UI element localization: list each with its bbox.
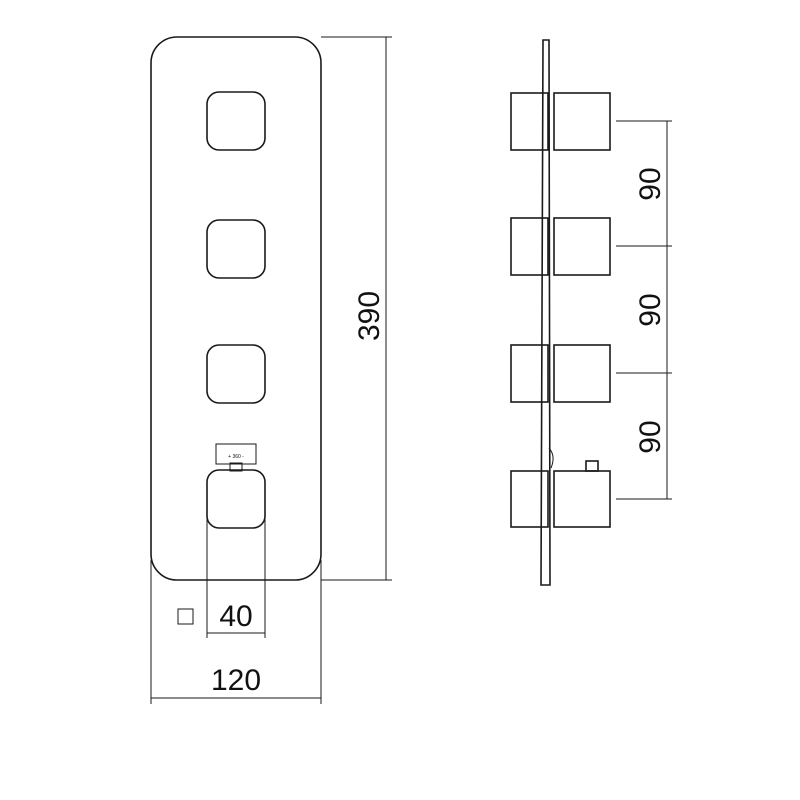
knob-side-3-front: [553, 344, 611, 403]
spacing-label-1: 90: [634, 167, 667, 200]
knob-side-3-back: [510, 344, 549, 403]
wall-plate-front: [150, 36, 322, 581]
knob-side-1: [510, 92, 611, 151]
scale-label: + 360 -: [228, 454, 244, 460]
front-view: + 360 -: [150, 36, 322, 581]
knob-side-4-front: [553, 470, 611, 528]
knob-side-4: [510, 447, 611, 528]
knob-dimension-label: 40: [219, 600, 252, 633]
spacing-label-3: 90: [634, 420, 667, 453]
knob-side-2-front: [553, 217, 611, 276]
wall-plate-side: [540, 39, 551, 586]
knob-side-2-back: [510, 217, 549, 276]
side-view: 90 90 90: [510, 39, 672, 586]
knob-side-4-tag-profile: [548, 447, 554, 469]
width-dimension: 120: [150, 560, 322, 704]
scale-tag-frame: [215, 443, 257, 465]
knob-side-4-back: [510, 470, 549, 528]
spacing-label-2: 90: [634, 293, 667, 326]
knob-side-2: [510, 217, 611, 276]
knob-width-dimension: 40: [177, 499, 266, 638]
width-dimension-label: 120: [211, 664, 261, 697]
knob-front-1: [206, 91, 266, 151]
height-dimension-label: 390: [353, 291, 386, 341]
knob-side-1-back: [510, 92, 549, 151]
knob-front-4: [206, 469, 266, 529]
knob-front-2: [206, 219, 266, 279]
spacing-dimensions: 90 90 90: [616, 120, 672, 500]
height-dimension: 390: [321, 36, 392, 581]
knob-side-3: [510, 344, 611, 403]
scale-tag-stem: [229, 462, 243, 472]
square-symbol: [177, 608, 194, 625]
knob-front-3: [206, 344, 266, 404]
knob-side-1-front: [553, 92, 611, 151]
knob-side-4-cap: [585, 460, 599, 472]
temperature-scale-tag: + 360 -: [215, 443, 257, 472]
